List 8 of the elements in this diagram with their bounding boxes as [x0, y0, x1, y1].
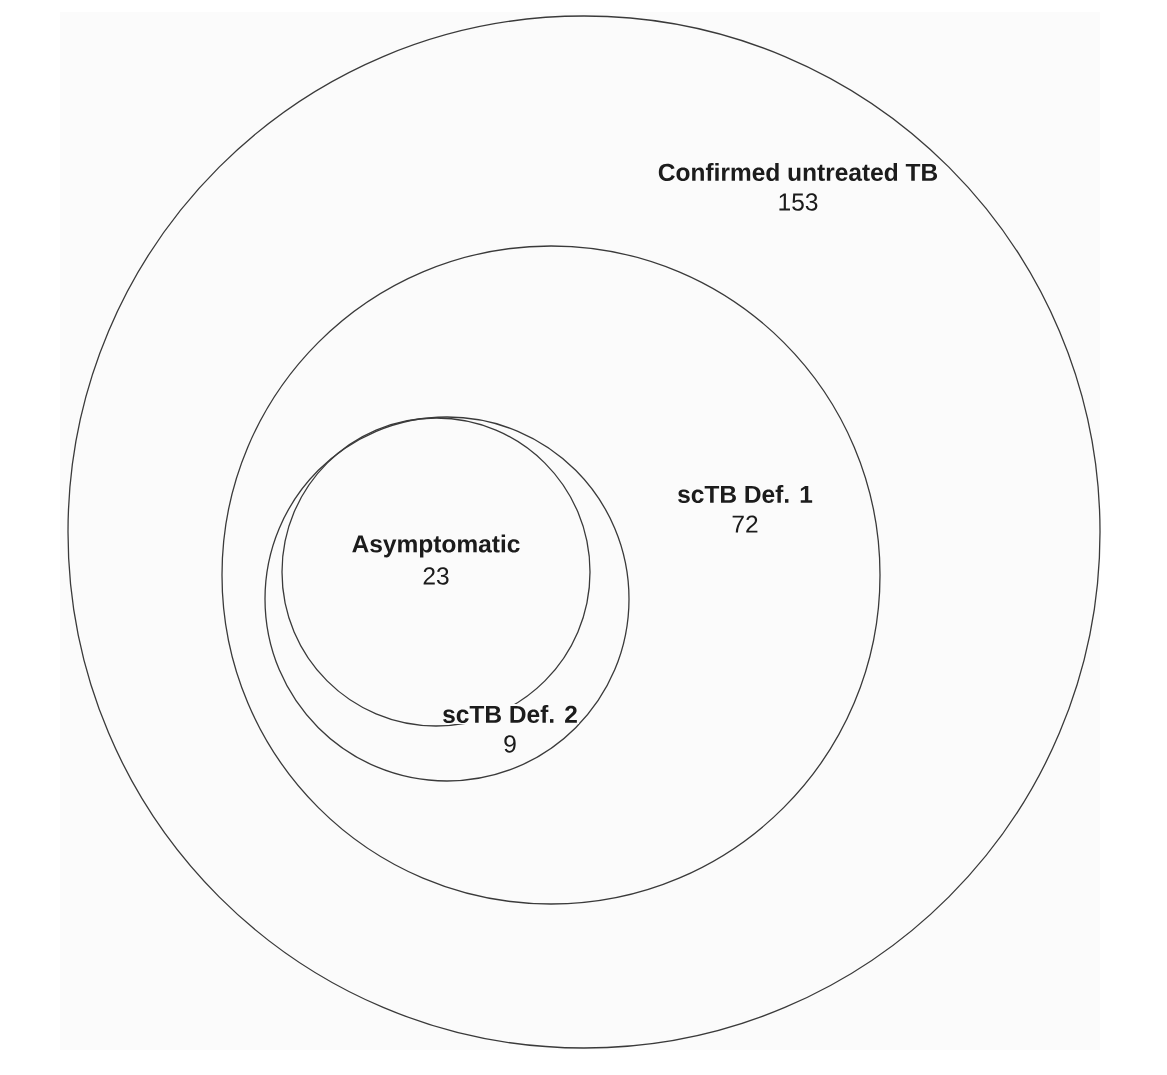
count-label: 153: [776, 192, 820, 212]
set-label: scTB Def. 2: [441, 704, 579, 724]
count-label: 9: [502, 734, 518, 754]
count-label: 72: [730, 514, 760, 534]
set-label: scTB Def. 1: [676, 484, 814, 504]
set-label: Confirmed untreated TB: [656, 162, 940, 182]
set-label: Asymptomatic: [350, 533, 522, 559]
count-label: 23: [421, 566, 451, 586]
